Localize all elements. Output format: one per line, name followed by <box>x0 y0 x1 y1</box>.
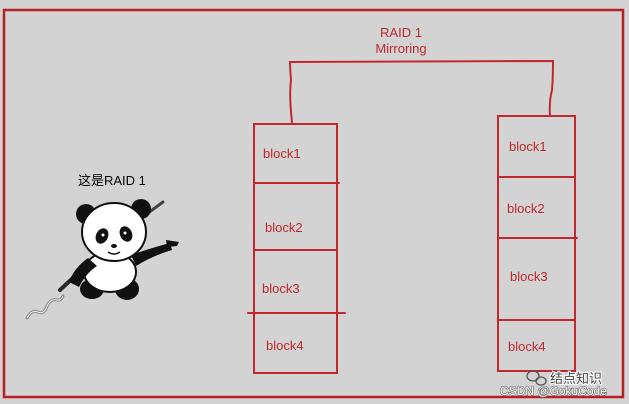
disk-left-block-1: block1 <box>263 146 301 161</box>
wechat-icon-bubble-small <box>535 376 547 386</box>
panda-head <box>81 202 147 262</box>
disk-right: block1 block2 block3 block4 <box>497 115 578 372</box>
panda-right-arm <box>131 243 172 266</box>
mirror-bracket <box>288 59 555 123</box>
disk-left-block-2: block2 <box>265 220 303 235</box>
watermark: 结点知识 CSDN @GokuCode <box>499 370 607 399</box>
disk-right-block-4: block4 <box>508 339 546 354</box>
disk-right-block-1: block1 <box>509 139 547 154</box>
disk-left-block-4: block4 <box>266 338 304 353</box>
disk-right-block-2: block2 <box>507 201 545 216</box>
watermark-site: CSDN @GokuCode <box>500 384 607 398</box>
watermark-account: 结点知识 <box>550 371 602 386</box>
panda-staff-blade <box>25 294 65 320</box>
disk-left-block-3: block3 <box>262 281 300 296</box>
panda-right-pupil <box>123 231 127 235</box>
panda-caption: 这是RAID 1 <box>78 173 146 188</box>
disk-left-outline <box>253 123 338 374</box>
panda-left-pupil <box>101 233 105 237</box>
disk-right-outline <box>497 115 576 372</box>
panda-nose <box>111 244 117 248</box>
disk-left: block1 block2 block3 block4 <box>247 123 346 374</box>
wechat-icon-bubble-large <box>526 370 540 382</box>
panda-pointing-hand <box>166 240 179 247</box>
disk-right-block-3: block3 <box>510 269 548 284</box>
heading-raid-level: RAID 1 <box>380 25 422 40</box>
panda-icon <box>25 199 179 320</box>
panda-staff-shine <box>26 295 64 319</box>
outer-frame <box>2 8 625 399</box>
wechat-icon <box>526 370 547 386</box>
heading-mirroring: Mirroring <box>375 41 426 56</box>
panda-left-arm <box>69 258 97 287</box>
panda-mouth <box>107 251 121 255</box>
